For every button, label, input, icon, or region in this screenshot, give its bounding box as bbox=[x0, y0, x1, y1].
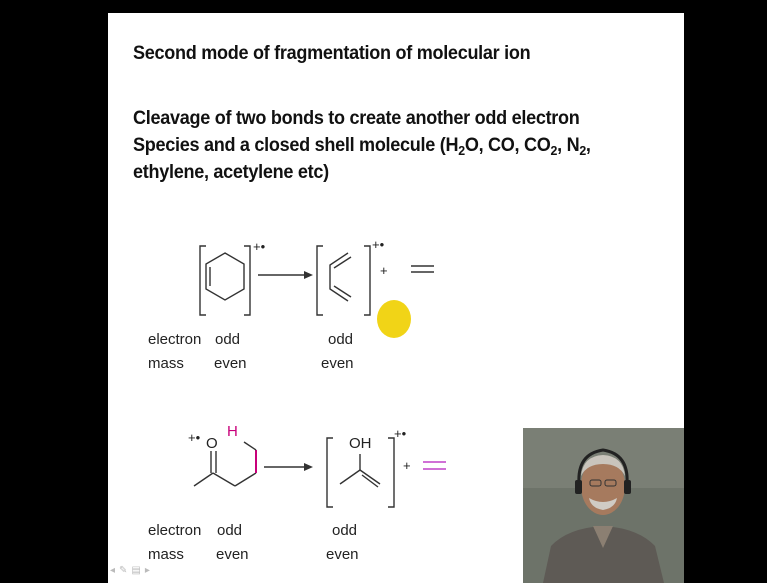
cursor-highlight bbox=[377, 300, 411, 338]
label-odd-2a: odd bbox=[217, 522, 243, 539]
label-odd-1a: odd bbox=[215, 331, 241, 348]
slide-paragraph: Cleavage of two bonds to create another … bbox=[133, 105, 615, 186]
bracket-right-close bbox=[364, 245, 371, 316]
bracket-left-open bbox=[199, 245, 206, 316]
plus-sign-1: + bbox=[380, 263, 388, 278]
label-odd-1b: odd bbox=[328, 331, 354, 348]
forward-icon[interactable]: ▸ bbox=[144, 565, 154, 576]
charge-right-2: +• bbox=[394, 426, 407, 441]
charge-left: +• bbox=[253, 239, 266, 254]
scheme-2 bbox=[193, 437, 446, 508]
paragraph-line-3: ethylene, acetylene etc) bbox=[133, 162, 329, 183]
paragraph-line-1: Cleavage of two bonds to create another … bbox=[133, 108, 580, 129]
arrow-head-2 bbox=[304, 463, 313, 471]
bracket-left-close bbox=[244, 245, 251, 316]
oh-label: OH bbox=[349, 435, 372, 452]
scheme-1 bbox=[199, 245, 434, 316]
charge-oxygen: +• bbox=[188, 430, 201, 445]
label-electron-1: electron bbox=[148, 331, 202, 348]
butadiene-double-2 bbox=[333, 285, 352, 298]
cyclohexene-ring bbox=[205, 252, 245, 301]
slide: Second mode of fragmentation of molecula… bbox=[108, 13, 684, 583]
label-electron-2: electron bbox=[148, 522, 202, 539]
slide-title: Second mode of fragmentation of molecula… bbox=[133, 43, 531, 64]
back-icon[interactable]: ◂ bbox=[110, 565, 120, 576]
reaction-schemes bbox=[193, 245, 446, 508]
bracket-2-open bbox=[326, 437, 333, 508]
arrow-head-1 bbox=[304, 271, 313, 279]
presenter-image bbox=[523, 428, 684, 583]
label-even-2b: even bbox=[326, 546, 359, 563]
slide-nav-icons[interactable]: ◂✎▤▸ bbox=[110, 565, 154, 576]
hydrogen-label: H bbox=[227, 423, 238, 440]
bracket-2-close bbox=[388, 437, 395, 508]
label-mass-1: mass bbox=[148, 355, 184, 372]
paragraph-line-2: Species and a closed shell molecule (H2O… bbox=[133, 135, 591, 158]
label-even-2a: even bbox=[216, 546, 249, 563]
butadiene-chain bbox=[329, 252, 349, 302]
charge-right: +• bbox=[372, 237, 385, 252]
bracket-right-open bbox=[316, 245, 323, 316]
plus-sign-2: + bbox=[403, 458, 411, 473]
label-mass-2: mass bbox=[148, 546, 184, 563]
butadiene-double-1 bbox=[333, 256, 352, 269]
oxygen-label: O bbox=[206, 435, 218, 452]
pen-icon[interactable]: ✎ bbox=[119, 565, 132, 576]
label-even-1b: even bbox=[321, 355, 354, 372]
label-odd-2b: odd bbox=[332, 522, 358, 539]
label-even-1a: even bbox=[214, 355, 247, 372]
slides-icon[interactable]: ▤ bbox=[131, 565, 145, 576]
webcam-video bbox=[523, 428, 684, 583]
